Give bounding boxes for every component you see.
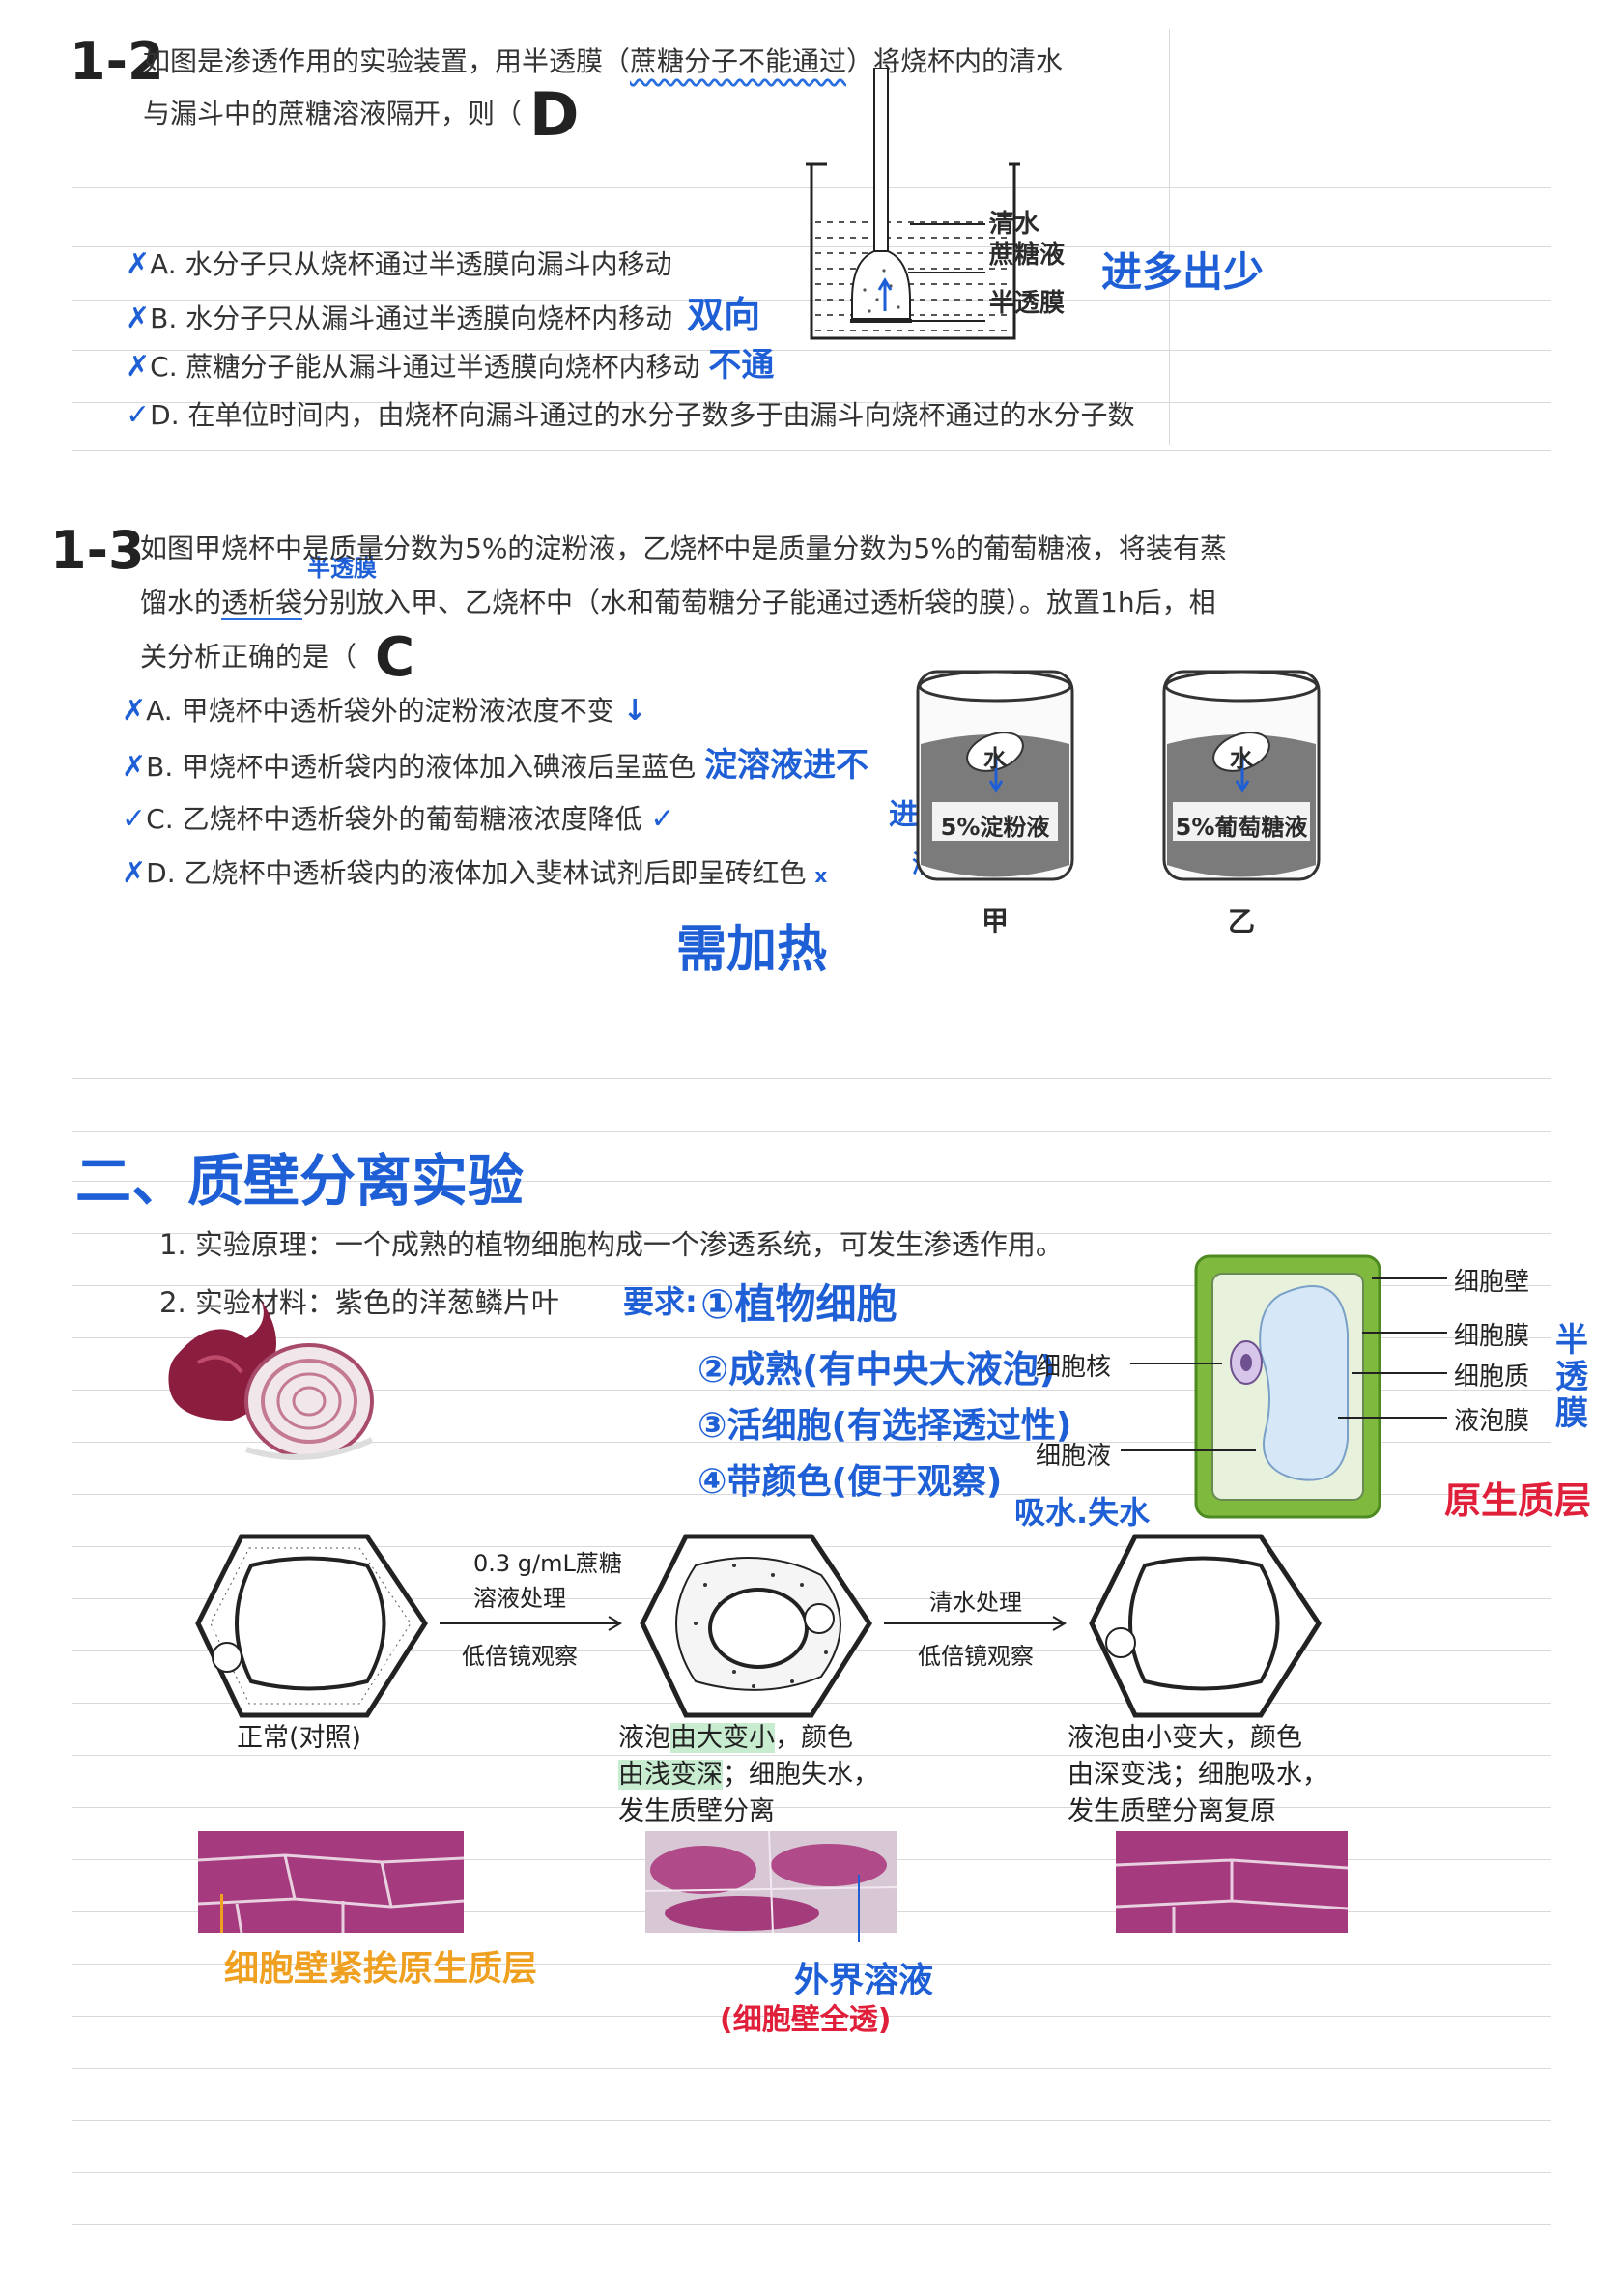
note-wall-permeable: (细胞壁全透) <box>720 2003 892 2037</box>
requirement-1: ①植物细胞 <box>700 1280 897 1328</box>
option-b-note: 双向 <box>687 294 761 336</box>
option-b-note: 淀溶液进不 <box>704 746 869 785</box>
step1-line3: 低倍镜观察 <box>462 1643 578 1670</box>
question-number: 1-2 <box>70 31 164 92</box>
figure-label-water: 清水 <box>989 210 1040 239</box>
option-a: ✗A. 水分子只从烧杯通过半透膜向漏斗内移动 <box>126 247 672 281</box>
caption-plasmolysis: 液泡由大变小，颜色 由浅变深；细胞失水， 发生质壁分离 <box>618 1723 879 1826</box>
option-c-note: 不通 <box>708 346 775 385</box>
beaker-yi-inner: 水 <box>1230 745 1253 772</box>
over-note: 半透膜 <box>307 555 377 582</box>
question-stem-line3: 关分析正确的是（ <box>140 641 357 673</box>
plasmolysis-process-diagram <box>195 1534 1322 1718</box>
note-jin: 进 <box>889 798 918 832</box>
figure-label-sucrose: 蔗糖液 <box>989 241 1066 270</box>
osmosis-apparatus-figure <box>806 68 1020 340</box>
question-number: 1-3 <box>50 520 145 581</box>
label-cytoplasm: 细胞质 <box>1454 1363 1530 1392</box>
note-absorb-lose-water: 吸水.失水 <box>1014 1494 1151 1531</box>
step1-line1: 0.3 g/mL蔗糖 <box>473 1550 622 1577</box>
requirements-title: 要求: <box>623 1283 698 1320</box>
label-cell-sap: 细胞液 <box>1036 1442 1112 1471</box>
beaker-yi-label: 5%葡萄糖液 <box>1175 814 1308 841</box>
caption-recovery: 液泡由小变大，颜色 由深变浅；细胞吸水， 发生质壁分离复原 <box>1068 1723 1328 1826</box>
principle: 1. 实验原理：一个成熟的植物细胞构成一个渗透系统，可发生渗透作用。 <box>159 1228 1064 1261</box>
plant-cell-diagram <box>1194 1254 1381 1519</box>
section-heading: 二、质壁分离实验 <box>75 1148 525 1214</box>
label-cell-wall: 细胞壁 <box>1454 1268 1530 1297</box>
note-needs-heating: 需加热 <box>676 921 828 979</box>
note-semipermeable: 半透膜 <box>1555 1321 1588 1433</box>
note-protoplast-layer: 原生质层 <box>1444 1479 1592 1522</box>
step2-line2: 低倍镜观察 <box>918 1643 1034 1670</box>
beaker-jia-inner: 水 <box>983 745 1007 772</box>
label-tonoplast: 液泡膜 <box>1454 1407 1530 1436</box>
requirement-3: ③活细胞(有选择透过性) <box>698 1406 1072 1446</box>
step1-line2: 溶液处理 <box>473 1585 566 1612</box>
question-stem-line1: 如图甲烧杯中是质量分数为5%的淀粉液，乙烧杯中是质量分数为5%的葡萄糖液，将装有… <box>140 532 1227 564</box>
micrograph-normal <box>198 1831 464 1933</box>
beaker-jia-label: 5%淀粉液 <box>940 814 1050 841</box>
materials: 2. 实验材料：紫色的洋葱鳞片叶 <box>159 1286 559 1319</box>
option-b: ✗B. 甲烧杯中透析袋内的液体加入碘液后呈蓝色 淀溶液进不 <box>122 746 869 785</box>
label-cell-membrane: 细胞膜 <box>1454 1322 1530 1351</box>
option-b: ✗B. 水分子只从漏斗通过半透膜向烧杯内移动 双向 <box>126 294 761 336</box>
question-stem-line2: 馏水的透析袋分别放入甲、乙烧杯中（水和葡萄糖分子能通过透析袋的膜）。放置1h后，… <box>140 587 1216 620</box>
beaker-yi <box>1162 670 1321 881</box>
micrograph-plasmolyzed <box>645 1831 897 1933</box>
handwritten-answer: D <box>529 79 580 150</box>
step2-line1: 清水处理 <box>929 1589 1022 1616</box>
handwritten-answer: C <box>375 626 415 689</box>
requirement-2: ②成熟(有中央大液泡) <box>698 1348 1056 1391</box>
requirement-4: ④带颜色(便于观察) <box>698 1462 1003 1502</box>
note-external-solution: 外界溶液 <box>794 1961 934 2000</box>
highlighted-phrase: 蔗糖分子不能通过 <box>630 45 847 77</box>
option-d: ✗D. 乙烧杯中透析袋内的液体加入斐林试剂后即呈砖红色 x <box>122 856 828 890</box>
label-nucleus: 细胞核 <box>1036 1353 1112 1382</box>
onion-image <box>168 1300 374 1460</box>
option-c: ✓C. 乙烧杯中透析袋外的葡萄糖液浓度降低 ✓ <box>122 802 675 836</box>
micrograph-recovered <box>1116 1831 1348 1933</box>
option-a: ✗A. 甲烧杯中透析袋外的淀粉液浓度不变 ↓ <box>122 694 647 728</box>
figure-handwritten-note: 进多出少 <box>1101 248 1265 296</box>
question-stem-line2: 与漏斗中的蔗糖溶液隔开，则（ <box>143 98 523 129</box>
note-wall-close: 细胞壁紧挨原生质层 <box>224 1949 538 1989</box>
option-c: ✗C. 蔗糖分子能从漏斗通过半透膜向烧杯内移动 不通 <box>126 346 775 385</box>
figure-label-membrane: 半透膜 <box>989 289 1066 318</box>
beaker-jia-name: 甲 <box>981 905 1010 937</box>
caption-normal: 正常(对照) <box>237 1723 362 1753</box>
beaker-jia <box>916 670 1074 881</box>
beaker-yi-name: 乙 <box>1227 905 1256 937</box>
option-d: ✓D. 在单位时间内，由烧杯向漏斗通过的水分子数多于由漏斗向烧杯通过的水分子数 <box>126 398 1135 432</box>
